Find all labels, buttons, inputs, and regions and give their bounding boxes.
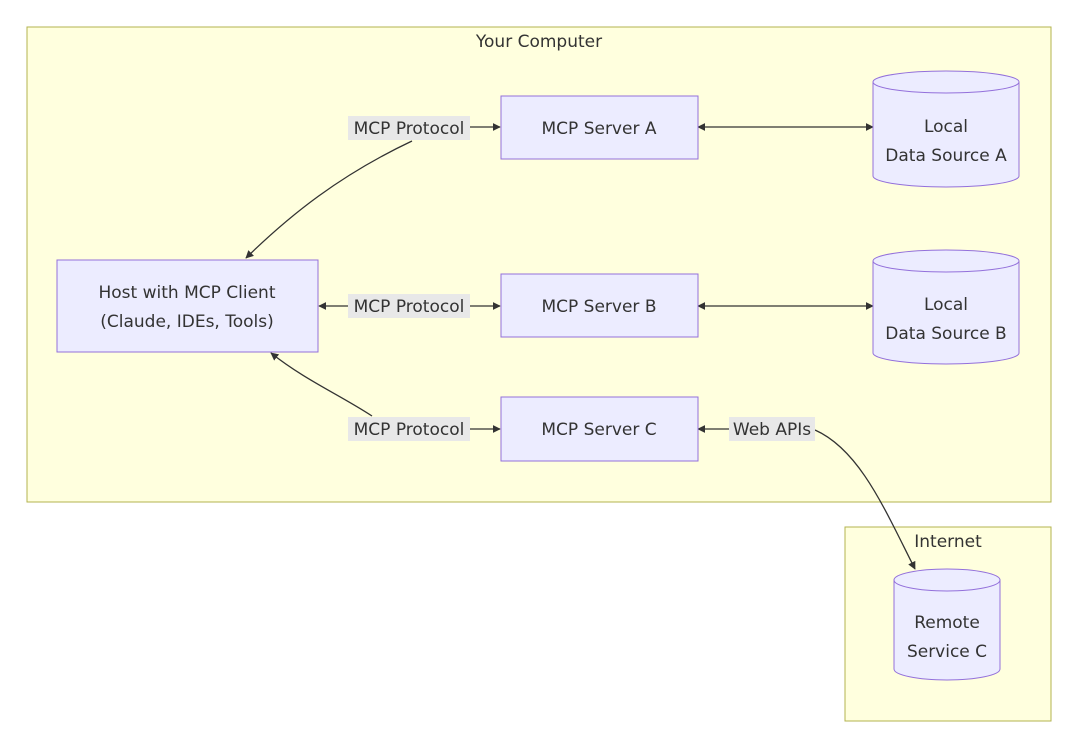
node-server-b-box [500, 273, 699, 338]
cluster-internet-label: Internet [914, 532, 982, 552]
edge-web-apis-remote-curve [814, 429, 916, 570]
node-data-a-label-line1: Local [924, 117, 968, 137]
node-data-a-cylinder [872, 70, 1020, 188]
edge-host-server-c-curve [270, 352, 373, 417]
edge-label-host-server-a: MCP Protocol [348, 116, 470, 140]
node-server-c: MCP Server C [500, 396, 699, 462]
node-data-b-cylinder [872, 249, 1020, 365]
node-server-c-box [500, 396, 699, 462]
node-data-b-label-line2: Data Source B [885, 324, 1006, 344]
node-host-label-line2: (Claude, IDEs, Tools) [100, 312, 274, 332]
edge-label-host-server-b-bg [348, 294, 470, 318]
node-data-a: Local Data Source A [872, 70, 1020, 188]
node-data-a-label-line2: Data Source A [885, 146, 1007, 166]
edge-label-web-apis-bg [729, 417, 815, 441]
node-remote-c-label-line1: Remote [914, 613, 980, 633]
node-host: Host with MCP Client (Claude, IDEs, Tool… [56, 259, 319, 353]
node-server-a: MCP Server A [500, 95, 699, 160]
edge-label-web-apis: Web APIs [729, 417, 815, 441]
cluster-your-computer-label: Your Computer [475, 32, 602, 52]
edge-host-server-a-curve [245, 140, 413, 259]
node-server-b-label: MCP Server B [541, 297, 656, 317]
node-data-b-label-line1: Local [924, 295, 968, 315]
node-server-b: MCP Server B [500, 273, 699, 338]
edge-label-host-server-c-text: MCP Protocol [354, 420, 465, 440]
edge-label-host-server-a-text: MCP Protocol [354, 119, 465, 139]
node-remote-c: Remote Service C [893, 568, 1001, 681]
edge-label-host-server-c-bg [348, 417, 470, 441]
edge-label-host-server-a-bg [348, 116, 470, 140]
node-data-b: Local Data Source B [872, 249, 1020, 365]
edge-label-host-server-b: MCP Protocol [348, 294, 470, 318]
node-server-a-box [500, 95, 699, 160]
node-host-box [56, 259, 319, 353]
node-server-a-label: MCP Server A [542, 119, 657, 139]
edge-label-host-server-c: MCP Protocol [348, 417, 470, 441]
edge-label-web-apis-text: Web APIs [733, 420, 811, 440]
edge-label-host-server-b-text: MCP Protocol [354, 297, 465, 317]
node-remote-c-cylinder [893, 568, 1001, 681]
node-server-c-label: MCP Server C [541, 420, 656, 440]
node-host-label-line1: Host with MCP Client [99, 283, 276, 303]
cluster-internet: Internet [844, 526, 1052, 722]
node-remote-c-label-line2: Service C [907, 642, 987, 662]
